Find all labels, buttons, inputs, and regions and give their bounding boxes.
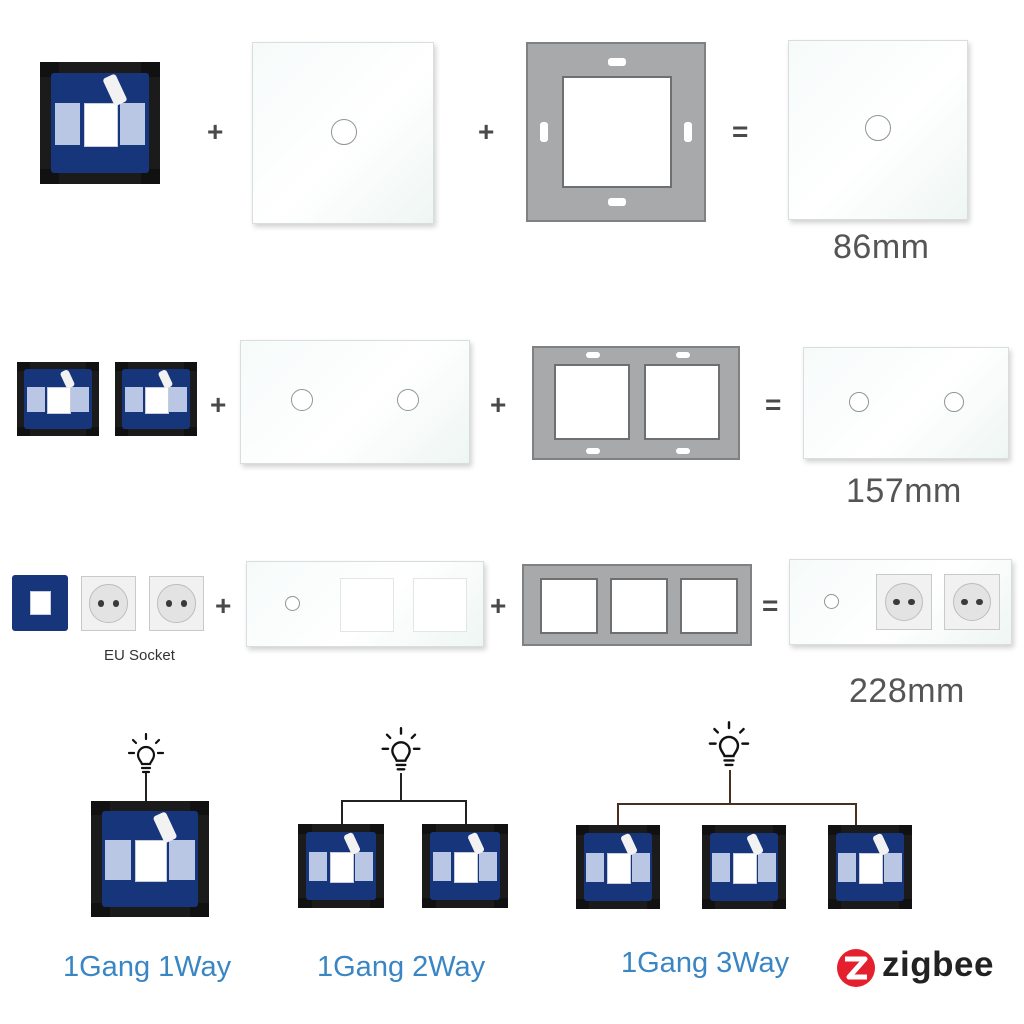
touch-button xyxy=(824,594,839,609)
glass-panel-switch-2sockets xyxy=(246,561,484,647)
dimension-label: 228mm xyxy=(849,672,965,710)
wire xyxy=(400,773,402,801)
plus-sign: + xyxy=(215,590,232,621)
eu-socket xyxy=(81,576,136,631)
wire xyxy=(145,773,147,803)
wire xyxy=(855,803,857,827)
zigbee-wordmark: zigbee xyxy=(882,945,994,984)
switch-module xyxy=(576,825,660,909)
assembled-switch-1gang xyxy=(788,40,968,220)
equals-sign: = xyxy=(765,389,782,420)
mounting-frame-1gang xyxy=(526,42,706,222)
wire xyxy=(617,803,857,805)
touch-button xyxy=(849,392,869,412)
assembled-switch-with-sockets xyxy=(789,559,1012,645)
switch-module xyxy=(12,575,68,631)
touch-button xyxy=(331,119,357,145)
switch-module xyxy=(40,62,160,184)
switch-module xyxy=(298,824,384,908)
lightbulb-icon xyxy=(708,721,750,767)
wiring-label: 1Gang 3Way xyxy=(621,947,790,979)
glass-panel-2gang xyxy=(240,340,470,464)
wire xyxy=(617,803,619,827)
wiring-label: 1Gang 2Way xyxy=(317,951,486,983)
dimension-label: 157mm xyxy=(846,472,962,510)
socket-cutout xyxy=(340,578,394,632)
dimension-label: 86mm xyxy=(833,228,930,266)
lightbulb-icon xyxy=(127,732,165,774)
mounting-frame-2gang xyxy=(532,346,740,460)
wire xyxy=(341,800,343,826)
touch-button xyxy=(285,596,300,611)
switch-module xyxy=(828,825,912,909)
glass-panel-1gang xyxy=(252,42,434,224)
touch-button xyxy=(944,392,964,412)
eu-socket xyxy=(944,574,1000,630)
touch-button xyxy=(397,389,419,411)
socket-cutout xyxy=(413,578,467,632)
assembled-switch-2gang xyxy=(803,347,1009,459)
plus-sign: + xyxy=(490,590,507,621)
wire xyxy=(465,800,467,826)
wiring-label: 1Gang 1Way xyxy=(63,951,232,983)
switch-module xyxy=(91,801,209,917)
eu-socket xyxy=(876,574,932,630)
switch-module xyxy=(115,362,197,436)
plus-sign: + xyxy=(490,389,507,420)
wire xyxy=(341,800,467,802)
zigbee-logo xyxy=(837,949,875,987)
switch-module xyxy=(422,824,508,908)
switch-module xyxy=(17,362,99,436)
plus-sign: + xyxy=(478,116,495,147)
plus-sign: + xyxy=(210,389,227,420)
eu-socket xyxy=(149,576,204,631)
mounting-frame-3gang xyxy=(522,564,752,646)
switch-module xyxy=(702,825,786,909)
lightbulb-icon xyxy=(381,727,421,771)
socket-caption: EU Socket xyxy=(104,647,175,664)
wire xyxy=(729,770,731,804)
touch-button xyxy=(291,389,313,411)
equals-sign: = xyxy=(762,590,779,621)
equals-sign: = xyxy=(732,116,749,147)
touch-button xyxy=(865,115,891,141)
plus-sign: + xyxy=(207,116,224,147)
